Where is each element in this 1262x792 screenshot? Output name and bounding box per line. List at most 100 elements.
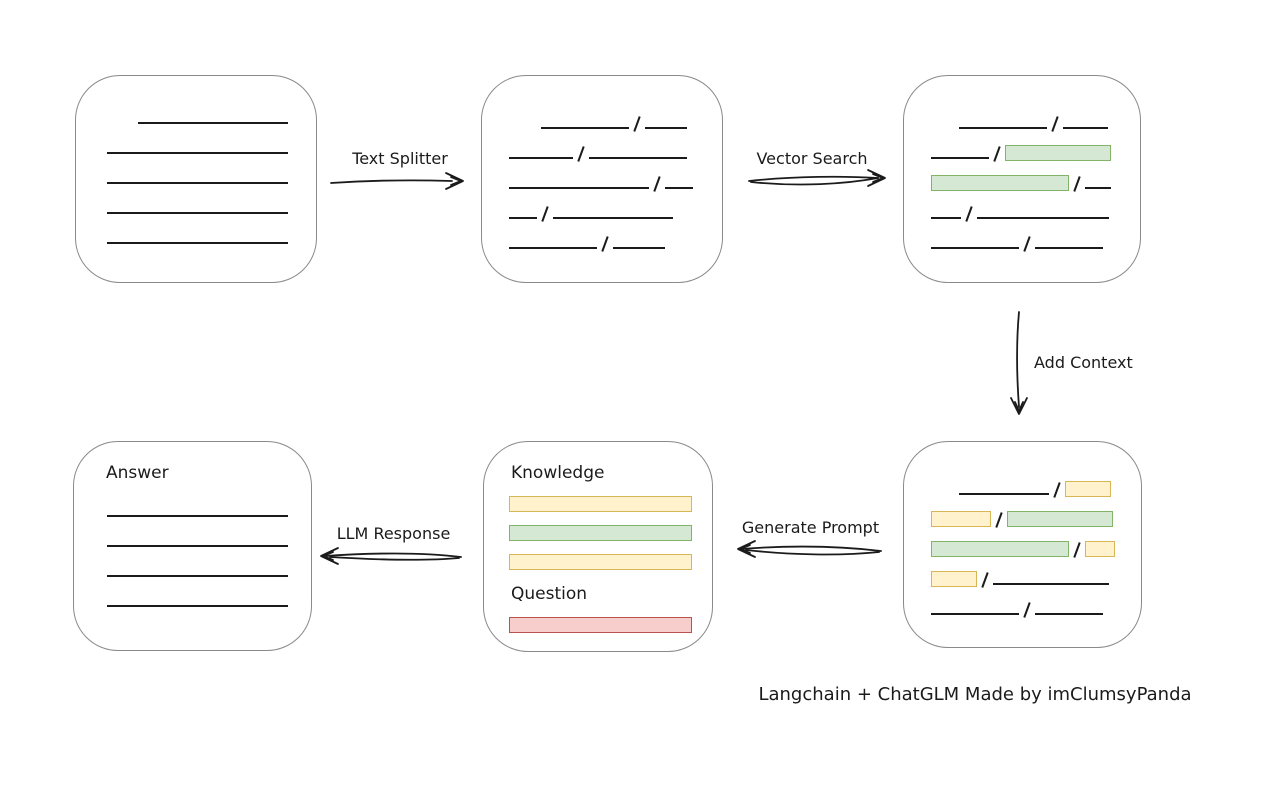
text-line [959, 127, 1047, 129]
text-splitter-arrow [330, 172, 464, 190]
green-highlight-bar [509, 525, 692, 541]
green-highlight-bar [1007, 511, 1113, 527]
vector-search-arrow [748, 169, 886, 187]
text-line [553, 217, 673, 219]
text-splitter-label: Text Splitter [352, 149, 448, 168]
chunk-row [931, 174, 1140, 192]
chunk-row [931, 480, 1141, 498]
text-line [931, 247, 1019, 249]
slash-divider [965, 206, 973, 222]
add-context-arrow [1010, 311, 1028, 415]
knowledge-label: Knowledge [511, 463, 605, 483]
chunk-row [509, 234, 722, 252]
text-line [931, 217, 961, 219]
question-label: Question [511, 584, 588, 604]
llm-response-label: LLM Response [336, 524, 451, 543]
slash-divider [1053, 482, 1061, 498]
slash-divider [541, 206, 549, 222]
slash-divider [1023, 602, 1031, 618]
slash-divider [993, 146, 1001, 162]
text-line [613, 247, 665, 249]
text-line [107, 515, 288, 517]
answer-box: Answer [73, 441, 312, 651]
chunk-row [931, 204, 1140, 222]
chunk-row [107, 229, 316, 246]
green-highlight-bar [931, 541, 1069, 557]
retrieved-lines [904, 76, 1140, 252]
chunk-row [931, 114, 1140, 132]
diagram-caption: Langchain + ChatGLM Made by imClumsyPand… [758, 684, 1192, 705]
slash-divider [1051, 116, 1059, 132]
chunk-row [509, 144, 722, 162]
text-line [993, 583, 1109, 585]
text-line [509, 157, 573, 159]
context-box [903, 441, 1142, 648]
yellow-highlight-bar [1085, 541, 1115, 557]
text-line [589, 157, 687, 159]
text-line [509, 247, 597, 249]
text-line [107, 152, 288, 154]
red-highlight-bar [509, 617, 692, 633]
text-line [107, 545, 288, 547]
text-line [665, 187, 693, 189]
slash-divider [653, 176, 661, 192]
text-line [977, 217, 1109, 219]
llm-response-arrow [320, 547, 462, 565]
text-line [107, 212, 288, 214]
chunk-row [931, 144, 1140, 162]
text-line [1035, 613, 1103, 615]
chunk-row [509, 525, 712, 541]
yellow-highlight-bar [1065, 481, 1111, 497]
chunk-row [931, 234, 1140, 252]
add-context-label: Add Context [1034, 353, 1133, 372]
text-line [1085, 187, 1111, 189]
yellow-highlight-bar [931, 571, 977, 587]
yellow-highlight-bar [509, 554, 692, 570]
vector-search-result-box [903, 75, 1141, 283]
chunk-row [931, 570, 1141, 588]
text-line [959, 493, 1049, 495]
slash-divider [1073, 542, 1081, 558]
generate-prompt-arrow [737, 540, 882, 558]
chunk-row [107, 545, 311, 549]
chunk-row [509, 174, 722, 192]
knowledge-bars [484, 496, 712, 570]
chunk-lines [482, 76, 722, 252]
document-lines [76, 76, 316, 246]
split-chunks-box [481, 75, 723, 283]
text-line [509, 217, 537, 219]
document-box [75, 75, 317, 283]
chunk-row [509, 554, 712, 570]
chunk-row [107, 169, 316, 186]
yellow-highlight-bar [931, 511, 991, 527]
text-line [509, 187, 649, 189]
chunk-row [931, 510, 1141, 528]
slash-divider [601, 236, 609, 252]
chunk-row [509, 496, 712, 512]
text-line [645, 127, 687, 129]
text-line [931, 613, 1019, 615]
yellow-highlight-bar [509, 496, 692, 512]
chunk-row [107, 139, 316, 156]
green-highlight-bar [931, 175, 1069, 191]
chunk-row [509, 114, 722, 132]
slash-divider [1023, 236, 1031, 252]
text-line [107, 575, 288, 577]
chunk-row [107, 515, 311, 519]
text-line [1063, 127, 1108, 129]
text-line [107, 605, 288, 607]
text-line [107, 242, 288, 244]
question-bar [484, 617, 712, 633]
chunk-row [509, 617, 712, 633]
green-highlight-bar [1005, 145, 1111, 161]
prompt-box: Knowledge Question [483, 441, 713, 652]
text-line [138, 122, 288, 124]
chunk-row [509, 204, 722, 222]
text-line [541, 127, 629, 129]
text-line [1035, 247, 1103, 249]
context-lines [904, 442, 1141, 618]
text-line [107, 182, 288, 184]
chunk-row [931, 600, 1141, 618]
chunk-row [107, 199, 316, 216]
